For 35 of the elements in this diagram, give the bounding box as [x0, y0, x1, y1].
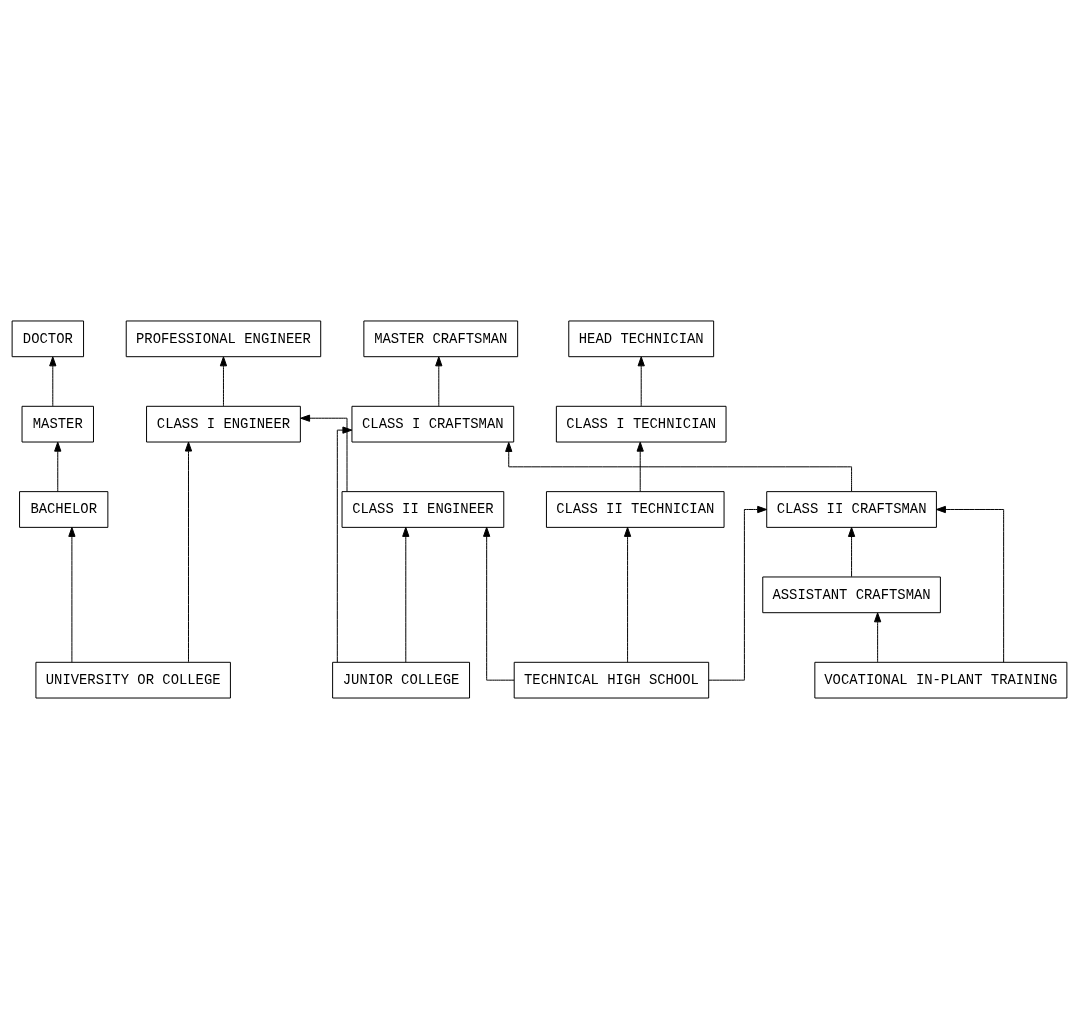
- node-box: MASTER CRAFTSMAN: [363, 319, 519, 357]
- arrow: [49, 355, 57, 407]
- node-box: VOCATIONAL IN-PLANT TRAINING: [814, 661, 1068, 699]
- arrow: [54, 441, 62, 492]
- arrow: [623, 526, 632, 663]
- arrow: [874, 611, 882, 663]
- node-box: PROFESSIONAL ENGINEER: [125, 319, 322, 357]
- node-box: CLASS I ENGINEER: [146, 405, 301, 443]
- arrow: [336, 426, 353, 663]
- arrow: [184, 441, 193, 663]
- node-box: CLASS II CRAFTSMAN: [766, 490, 937, 528]
- arrow: [505, 441, 853, 492]
- arrow: [636, 441, 644, 492]
- node-box: TECHNICAL HIGH SCHOOL: [513, 661, 710, 699]
- arrow: [402, 526, 410, 663]
- arrow: [483, 526, 515, 681]
- arrow: [637, 355, 645, 407]
- node-box: BACHELOR: [19, 490, 109, 528]
- node-box: DOCTOR: [11, 319, 85, 357]
- node-box: CLASS II ENGINEER: [341, 490, 505, 528]
- arrow: [435, 355, 443, 407]
- arrow: [219, 355, 228, 407]
- arrow: [847, 526, 856, 577]
- node-box: CLASS II TECHNICIAN: [545, 490, 725, 528]
- node-box: MASTER: [21, 405, 94, 443]
- arrow: [68, 526, 76, 663]
- arrow: [708, 505, 768, 681]
- node-box: CLASS I TECHNICIAN: [555, 405, 727, 443]
- arrow: [300, 414, 348, 492]
- arrow: [936, 505, 1005, 663]
- node-box: JUNIOR COLLEGE: [332, 661, 471, 699]
- node-box: UNIVERSITY OR COLLEGE: [35, 661, 231, 699]
- node-box: CLASS I CRAFTSMAN: [351, 405, 515, 443]
- node-box: HEAD TECHNICIAN: [568, 319, 715, 357]
- node-box: ASSISTANT CRAFTSMAN: [762, 575, 941, 613]
